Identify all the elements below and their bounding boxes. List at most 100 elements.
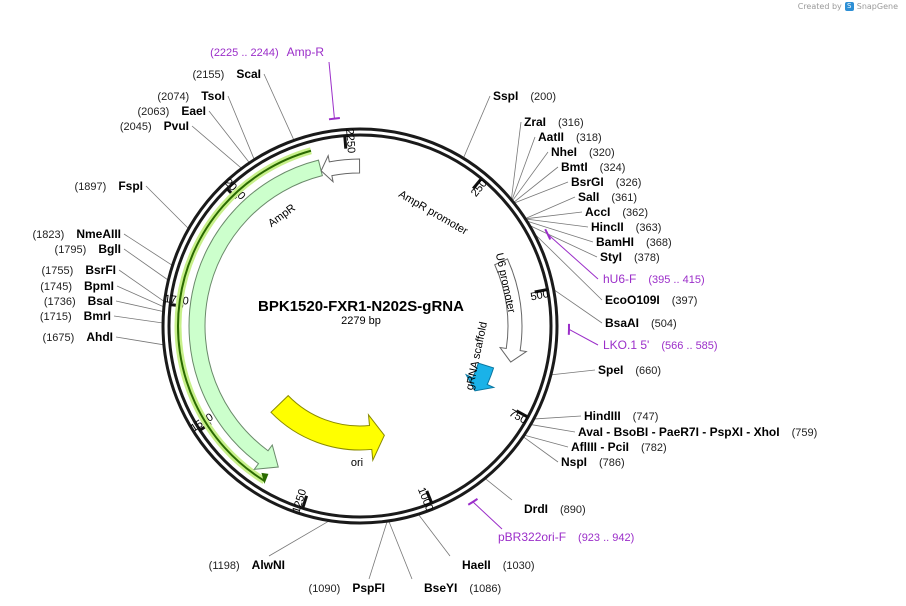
- enzyme-leader-line: [524, 434, 569, 448]
- plasmid-name: BPK1520-FXR1-N202S-gRNA: [258, 298, 464, 315]
- site-labels: SspI(200)ZraI(316)AatII(318)NheI(320)Bmt…: [33, 45, 818, 595]
- enzyme-leader-line: [535, 234, 603, 301]
- enzyme-leader-line: [268, 521, 329, 557]
- enzyme-leader-line: [116, 285, 164, 307]
- enzyme-leader-line: [554, 289, 603, 324]
- enzyme-leader-line: [418, 514, 451, 557]
- enzyme-position: (660): [635, 365, 661, 377]
- enzyme-position: (200): [530, 91, 556, 103]
- enzyme-label-nhei: NheI: [551, 145, 577, 159]
- enzyme-position: (1897): [75, 181, 107, 193]
- enzyme-position: (324): [600, 162, 626, 174]
- enzyme-position: (320): [589, 147, 615, 159]
- enzyme-leader-line: [145, 185, 189, 229]
- enzyme-leader-line: [227, 95, 255, 159]
- enzyme-position: (2045): [120, 121, 152, 133]
- leader-lines: [113, 61, 603, 580]
- enzyme-label-bsai: BsaI: [88, 294, 113, 308]
- enzyme-label-haeii: HaeII: [462, 558, 491, 572]
- backbone-outer-ring: [161, 127, 559, 525]
- enzyme-leader-line: [388, 521, 413, 580]
- enzyme-position: (890): [560, 504, 586, 516]
- enzyme-label-bsrfi: BsrFI: [85, 263, 116, 277]
- feature-grna-scaffold: [464, 362, 496, 392]
- enzyme-position: (2063): [138, 106, 170, 118]
- enzyme-leader-line: [511, 121, 522, 199]
- enzyme-leader-line: [463, 95, 491, 158]
- enzyme-position: (747): [633, 411, 659, 423]
- primer-position: (2225 .. 2244): [210, 47, 279, 59]
- enzyme-label-bpmi: BpmI: [84, 279, 114, 293]
- enzyme-label-zrai: ZraI: [524, 115, 546, 129]
- plasmid-size: 2279 bp: [341, 315, 381, 327]
- enzyme-label-pvui: PvuI: [164, 119, 189, 133]
- enzyme-label-ahdi: AhdI: [86, 330, 113, 344]
- feature-label-ampr: AmpR: [266, 202, 298, 230]
- ampr-highlight-line: [177, 149, 312, 482]
- plasmid-backbone: [161, 127, 559, 525]
- tick-mark: [472, 176, 484, 190]
- enzyme-leader-line: [208, 110, 250, 163]
- tick-mark: [425, 490, 434, 505]
- enzyme-position: (1823): [33, 229, 65, 241]
- enzyme-label-tsoi: TsoI: [201, 89, 225, 103]
- enzyme-label-bsaai: BsaAI: [605, 316, 639, 330]
- enzyme-label-bsrgi: BsrGI: [571, 175, 604, 189]
- enzyme-label-styi: StyI: [600, 250, 622, 264]
- enzyme-leader-line: [526, 218, 589, 228]
- primer-label-hu6-f: hU6-F: [603, 272, 636, 286]
- enzyme-position: (316): [558, 117, 584, 129]
- enzyme-position: (397): [672, 295, 698, 307]
- tick-mark: [343, 134, 348, 149]
- enzyme-position: (1090): [309, 583, 341, 595]
- primer-leader-line: [547, 233, 599, 280]
- tick-mark: [534, 287, 549, 294]
- enzyme-leader-line: [511, 136, 536, 200]
- enzyme-label-bmri: BmrI: [84, 309, 111, 323]
- primer-bar: [544, 228, 552, 240]
- primer-leader-line: [328, 61, 335, 119]
- credit-brand: SnapGene: [856, 2, 898, 11]
- enzyme-label-acci: AccI: [585, 205, 610, 219]
- enzyme-position: (1198): [209, 560, 240, 572]
- feature-ampr: [188, 159, 323, 471]
- enzyme-leader-line: [263, 73, 294, 140]
- backbone-inner-ring: [167, 133, 553, 519]
- tick-label: 500: [529, 288, 549, 303]
- enzyme-label-hindiii: HindIII: [584, 409, 621, 423]
- enzyme-label-nspi: NspI: [561, 455, 587, 469]
- enzyme-label-sspi: SspI: [493, 89, 518, 103]
- enzyme-label-sali: SalI: [578, 190, 599, 204]
- primer-position: (395 .. 415): [648, 274, 704, 286]
- tick-mark: [515, 409, 530, 419]
- snapgene-logo-icon: S: [844, 2, 854, 11]
- enzyme-label-fspi: FspI: [118, 179, 143, 193]
- feature-ori: [270, 394, 385, 463]
- tick-label: 2250: [343, 128, 357, 153]
- feature-label-ori: ori: [351, 457, 363, 469]
- enzyme-position: (1736): [44, 296, 76, 308]
- enzyme-label-bgli: BglI: [98, 242, 121, 256]
- enzyme-position: (759): [792, 427, 818, 439]
- enzyme-leader-line: [514, 166, 559, 203]
- enzyme-leader-line: [191, 125, 242, 169]
- enzyme-leader-line: [551, 369, 596, 376]
- enzyme-leader-line: [514, 181, 569, 204]
- enzyme-leader-line: [123, 233, 172, 266]
- enzyme-leader-line: [531, 424, 576, 433]
- enzyme-label-hincii: HincII: [591, 220, 624, 234]
- enzyme-position: (363): [636, 222, 662, 234]
- enzyme-label-afliii-pcii: AflIII - PciI: [571, 440, 629, 454]
- feature-u6-promoter: [494, 258, 528, 363]
- enzyme-label-ecoo109i: EcoO109I: [605, 293, 660, 307]
- tick-mark: [300, 495, 309, 510]
- enzyme-leader-line: [512, 151, 549, 201]
- primer-bar: [328, 116, 340, 121]
- enzyme-position: (786): [599, 457, 625, 469]
- enzyme-label-avai-bsobi-paer7i-pspxi-xhoi: AvaI - BsoBI - PaeR7I - PspXI - XhoI: [578, 425, 780, 439]
- enzyme-position: (1086): [469, 583, 501, 595]
- enzyme-label-alwni: AlwNI: [252, 558, 285, 572]
- primer-label-amp-r: Amp-R: [287, 45, 325, 59]
- enzyme-position: (2074): [157, 91, 189, 103]
- enzyme-position: (504): [651, 318, 677, 330]
